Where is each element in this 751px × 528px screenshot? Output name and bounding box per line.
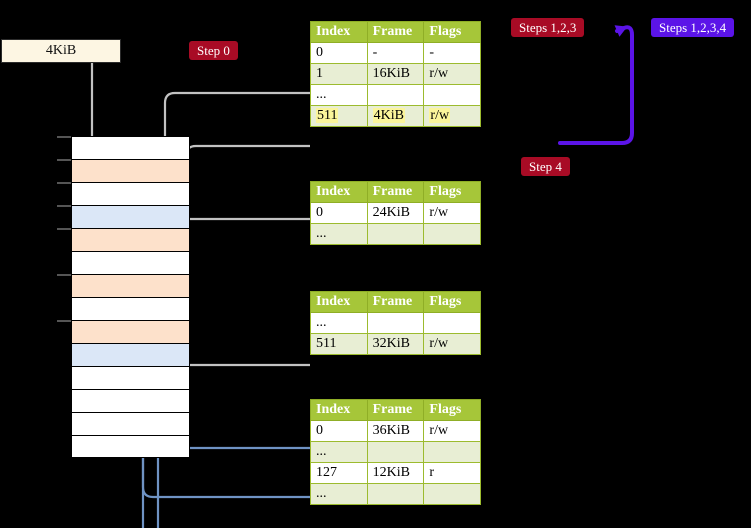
- memory-frame-row: [71, 251, 190, 274]
- cell-frame: 12KiB: [366, 462, 425, 484]
- cell-index: ...: [310, 483, 368, 505]
- memory-tick: [57, 182, 71, 184]
- cell-flags: r/w: [423, 202, 481, 224]
- memory-frame-row: [71, 412, 190, 435]
- memory-frame-row: [71, 343, 190, 366]
- memory-tick: [57, 136, 71, 138]
- column-header-frame: Frame: [366, 399, 425, 421]
- table-row: ...: [310, 312, 481, 334]
- memory-tick: [57, 205, 71, 207]
- table-row: ...: [310, 84, 481, 106]
- memory-tick: [57, 159, 71, 161]
- cell-frame: [366, 483, 425, 505]
- cell-frame: 32KiB: [366, 333, 425, 355]
- cell-frame: [366, 441, 425, 463]
- column-header-frame: Frame: [366, 291, 425, 313]
- cell-index: 0: [310, 42, 368, 64]
- cell-index: ...: [310, 223, 368, 245]
- memory-frame-row: [71, 435, 190, 458]
- badge-step-4-label: Step 4: [529, 159, 562, 174]
- memory-frame-row: [71, 159, 190, 182]
- cell-flags: -: [423, 42, 481, 64]
- table-row: ...: [310, 483, 481, 505]
- table-row: 511 4KiB r/w: [310, 105, 481, 127]
- cell-flags: [423, 483, 481, 505]
- badge-step-0: Step 0: [189, 41, 238, 60]
- cell-flags: r/w: [423, 105, 481, 127]
- physical-memory-column: [71, 136, 190, 458]
- cell-flags: [423, 84, 481, 106]
- memory-tick: [57, 228, 71, 230]
- cell-frame: [366, 312, 425, 334]
- memory-tick: [57, 274, 71, 276]
- highlighted-value: r/w: [429, 108, 451, 123]
- cell-flags: [423, 441, 481, 463]
- memory-tick: [57, 320, 71, 322]
- cell-flags: [423, 312, 481, 334]
- cell-frame: 16KiB: [366, 63, 425, 85]
- memory-frame-row: [71, 182, 190, 205]
- cell-index: 1: [310, 63, 368, 85]
- highlighted-value: 4KiB: [372, 108, 405, 123]
- table-row: ...: [310, 441, 481, 463]
- memory-frame-row: [71, 136, 190, 159]
- cell-index: 0: [310, 420, 368, 442]
- cell-frame: 4KiB: [366, 105, 425, 127]
- column-header-flags: Flags: [423, 399, 481, 421]
- cell-index: 511: [310, 333, 368, 355]
- memory-size-label: 4KiB: [1, 39, 121, 63]
- memory-frame-row: [71, 228, 190, 251]
- memory-frame-row: [71, 297, 190, 320]
- cell-frame: 36KiB: [366, 420, 425, 442]
- column-header-index: Index: [310, 21, 368, 43]
- cell-index: 511: [310, 105, 368, 127]
- cell-frame: [366, 84, 425, 106]
- memory-frame-row: [71, 320, 190, 343]
- memory-frame-row: [71, 389, 190, 412]
- badge-step-4: Step 4: [521, 157, 570, 176]
- column-header-index: Index: [310, 399, 368, 421]
- cell-index: ...: [310, 312, 368, 334]
- memory-frame-row: [71, 205, 190, 228]
- memory-frame-row: [71, 274, 190, 297]
- cell-flags: r: [423, 462, 481, 484]
- badge-steps-123-label: Steps 1,2,3: [519, 20, 577, 35]
- cell-index: ...: [310, 84, 368, 106]
- cell-index: 0: [310, 202, 368, 224]
- cell-index: ...: [310, 441, 368, 463]
- cell-index: 127: [310, 462, 368, 484]
- badge-step-0-label: Step 0: [197, 43, 230, 58]
- cell-frame: [366, 223, 425, 245]
- cell-flags: r/w: [423, 420, 481, 442]
- cell-frame: 24KiB: [366, 202, 425, 224]
- column-header-flags: Flags: [423, 181, 481, 203]
- column-header-frame: Frame: [366, 181, 425, 203]
- highlighted-value: 511: [316, 108, 339, 123]
- column-header-index: Index: [310, 181, 368, 203]
- column-header-frame: Frame: [366, 21, 425, 43]
- memory-frame-row: [71, 366, 190, 389]
- cell-flags: r/w: [423, 333, 481, 355]
- column-header-flags: Flags: [423, 21, 481, 43]
- cell-flags: [423, 223, 481, 245]
- badge-steps-1234-label: Steps 1,2,3,4: [659, 20, 727, 35]
- badge-steps-1234: Steps 1,2,3,4: [651, 18, 735, 37]
- column-header-index: Index: [310, 291, 368, 313]
- cell-flags: r/w: [423, 63, 481, 85]
- table-row: ...: [310, 223, 481, 245]
- column-header-flags: Flags: [423, 291, 481, 313]
- table-row: 0--: [310, 42, 481, 64]
- memory-size-text: 4KiB: [45, 43, 77, 58]
- badge-steps-123: Steps 1,2,3: [511, 18, 585, 37]
- cell-frame: -: [366, 42, 425, 64]
